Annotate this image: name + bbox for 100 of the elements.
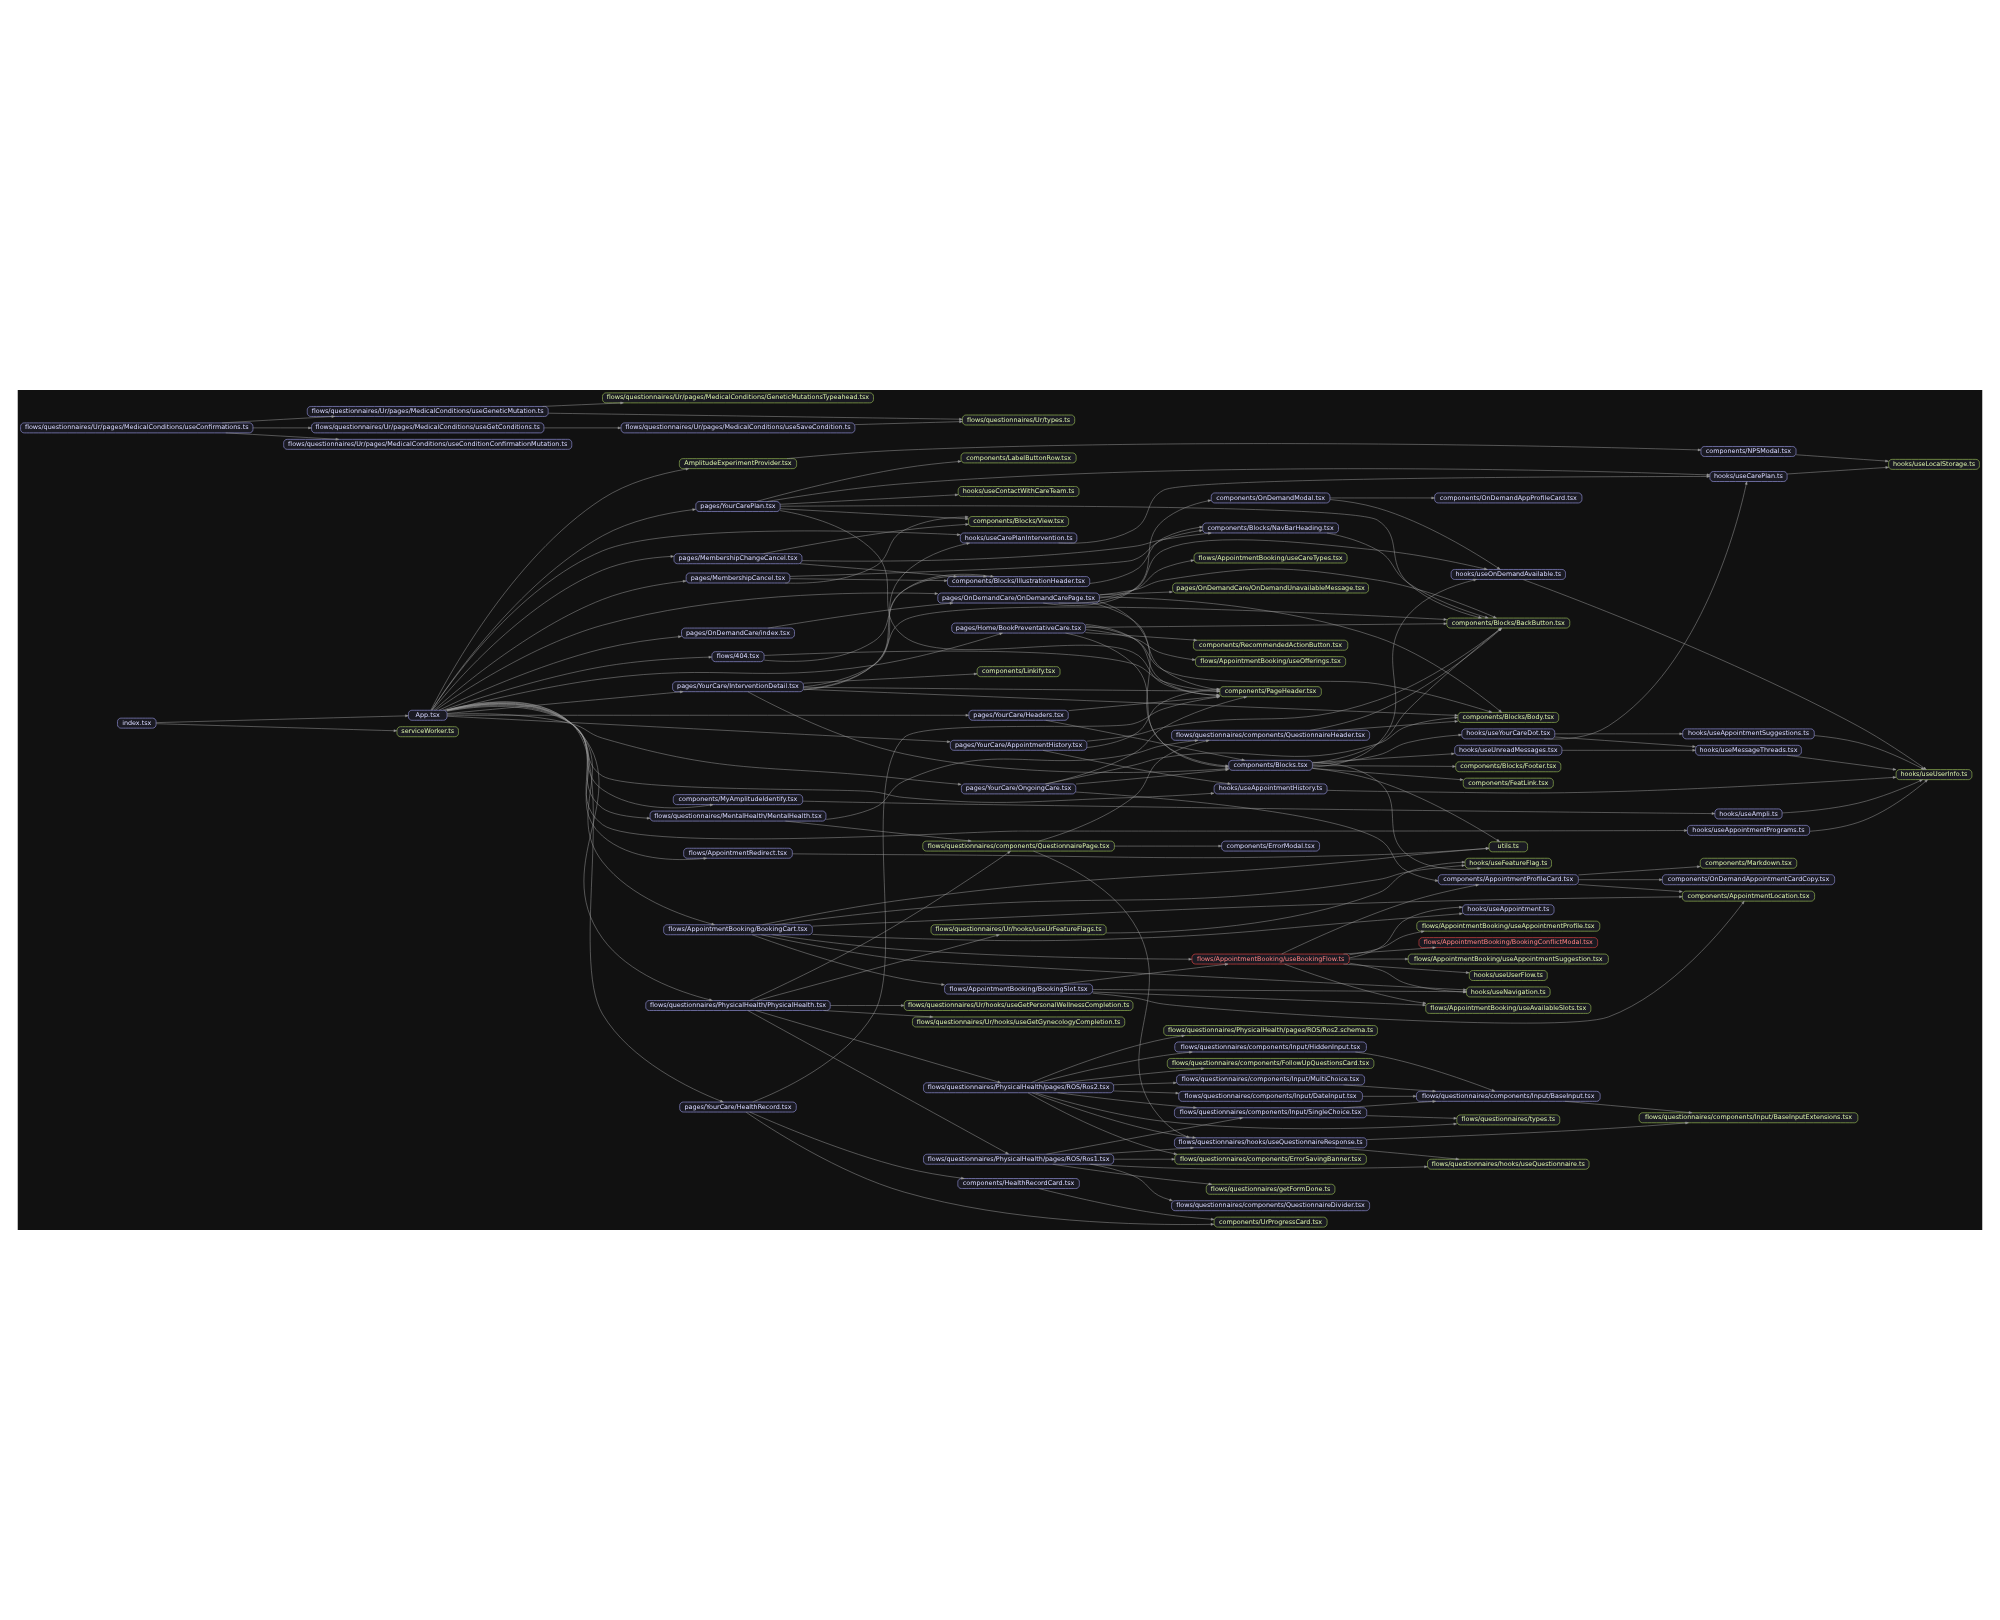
arrow xyxy=(1057,1092,1197,1109)
arrow xyxy=(1089,526,1203,584)
arrow xyxy=(830,1004,905,1007)
arrow xyxy=(1795,454,1889,463)
arrow xyxy=(446,716,951,743)
arrow xyxy=(1052,1164,1212,1186)
arrow xyxy=(542,401,624,407)
arrow xyxy=(434,580,687,711)
arrow xyxy=(823,1010,933,1019)
arrow xyxy=(438,635,682,711)
arrow xyxy=(1329,499,1501,570)
arrow xyxy=(432,555,674,711)
arrow xyxy=(751,934,945,986)
arrow xyxy=(779,493,959,505)
arrow xyxy=(156,723,397,732)
arrow xyxy=(772,934,1192,961)
arrow xyxy=(803,542,970,691)
arrow xyxy=(442,655,712,711)
arrow xyxy=(1349,906,1463,959)
arrow xyxy=(431,508,696,711)
arrow xyxy=(762,847,1490,925)
arrow xyxy=(1786,755,1897,771)
arrow xyxy=(1105,861,1466,934)
arrow xyxy=(1554,732,1683,736)
arrow xyxy=(784,515,969,584)
arrow xyxy=(435,592,939,711)
arrow xyxy=(548,412,963,421)
arrow xyxy=(1281,884,1479,955)
arrow xyxy=(1037,1051,1193,1083)
arrow xyxy=(1085,629,1196,661)
arrow xyxy=(774,864,1466,925)
arrow xyxy=(1092,991,1426,1007)
arrow xyxy=(1578,884,1683,893)
arrow xyxy=(1095,1146,1194,1155)
arrow xyxy=(1310,627,1503,731)
arrow xyxy=(1113,1081,1177,1086)
arrow xyxy=(1062,1067,1205,1083)
arrow xyxy=(1312,768,1464,781)
arrow xyxy=(802,800,1716,815)
arrow xyxy=(745,1112,1215,1226)
arrow xyxy=(749,1111,965,1180)
arrow xyxy=(1312,733,1462,765)
arrow xyxy=(1085,632,1197,642)
arrow xyxy=(1030,1034,1185,1083)
arrow xyxy=(446,713,962,786)
arrow xyxy=(446,714,969,717)
arrow xyxy=(779,505,1482,619)
arrow xyxy=(1343,946,1436,955)
arrow xyxy=(1578,878,1663,881)
arrow xyxy=(1038,739,1210,842)
arrow xyxy=(803,574,994,690)
arrow xyxy=(1343,963,1470,974)
arrow xyxy=(1786,466,1889,475)
arrow xyxy=(1561,749,1696,752)
arrow xyxy=(1058,539,1488,604)
arrow xyxy=(1366,1115,1457,1120)
arrow xyxy=(1099,568,1497,619)
arrow xyxy=(1362,1095,1417,1098)
arrow xyxy=(431,530,961,711)
arrow xyxy=(812,912,1463,941)
arrow xyxy=(763,523,969,554)
arrow xyxy=(1312,765,1456,768)
arrow xyxy=(1114,844,1222,848)
arrow xyxy=(1343,1100,1436,1108)
arrow xyxy=(1312,761,1481,870)
arrow xyxy=(785,820,972,843)
arrow xyxy=(1814,735,1925,770)
arrow xyxy=(1337,720,1458,731)
arrow xyxy=(779,508,969,520)
arrow xyxy=(1284,963,1427,1005)
arrow xyxy=(1564,1101,1693,1114)
arrow xyxy=(854,420,963,425)
arrow xyxy=(1089,1164,1428,1170)
arrow xyxy=(1045,720,1245,761)
arrow xyxy=(1522,579,1927,770)
arrow xyxy=(444,701,724,1103)
arrow xyxy=(225,432,339,441)
arrow xyxy=(789,578,948,582)
arrow xyxy=(1046,1117,1243,1155)
arrow xyxy=(1044,716,1458,785)
arrow xyxy=(1349,957,1409,961)
arrow xyxy=(1335,1147,1460,1161)
arrow xyxy=(1312,578,1477,768)
arrow xyxy=(757,934,1000,1001)
arrow xyxy=(1042,499,1212,606)
arrow xyxy=(1366,1121,1689,1140)
arrow xyxy=(1075,791,1439,882)
arrow xyxy=(1061,963,1229,985)
arrow xyxy=(1038,1188,1215,1221)
arrow xyxy=(1058,475,1710,544)
arrow xyxy=(1312,752,1455,763)
arrow xyxy=(156,714,409,723)
arrow xyxy=(1343,1084,1436,1093)
arrow xyxy=(446,703,1688,840)
arrow xyxy=(812,895,1683,927)
arrow xyxy=(1329,496,1435,500)
arrow xyxy=(803,672,978,684)
arrow xyxy=(768,602,954,629)
arrow xyxy=(1085,622,1447,628)
arrow xyxy=(1326,532,1489,619)
